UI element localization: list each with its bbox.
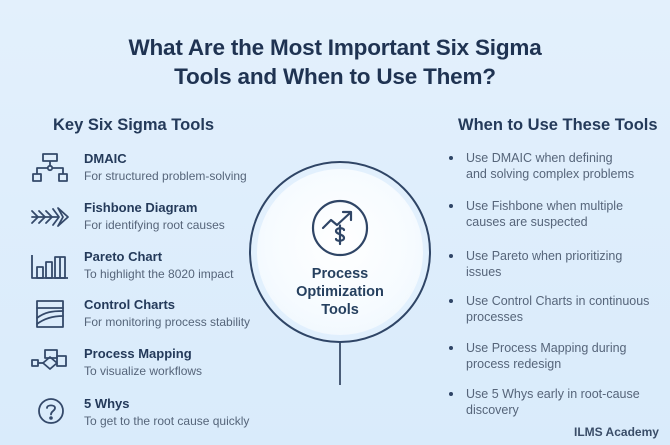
hierarchy-icon bbox=[28, 153, 72, 183]
tool-description: For monitoring process stability bbox=[84, 315, 251, 329]
tool-item-fishbone: Fishbone Diagram For identifying root ca… bbox=[24, 200, 274, 240]
bar-chart-icon bbox=[28, 251, 72, 281]
usage-line: Use Pareto when prioritizing bbox=[466, 249, 623, 263]
title-line-2: Tools and When to Use Them? bbox=[174, 64, 496, 89]
tool-item-control-charts: Control Charts For monitoring process st… bbox=[24, 297, 274, 337]
fishbone-icon bbox=[28, 202, 72, 232]
question-circle-icon bbox=[28, 398, 72, 428]
tool-name: DMAIC bbox=[84, 151, 127, 166]
center-label-line-2: Optimization bbox=[296, 284, 384, 300]
center-hub-stem bbox=[339, 343, 341, 385]
center-hub-circle bbox=[249, 161, 431, 343]
usage-line: causes are suspected bbox=[466, 215, 588, 229]
tool-description: For structured problem-solving bbox=[84, 169, 247, 183]
usage-line: Use Control Charts in continuous bbox=[466, 294, 650, 308]
tool-item-pareto: Pareto Chart To highlight the 8020 impac… bbox=[24, 249, 274, 289]
tool-name: Control Charts bbox=[84, 297, 175, 312]
right-panel-heading: When to Use These Tools bbox=[458, 116, 658, 134]
bullet-dot bbox=[449, 156, 453, 160]
page-title: What Are the Most Important Six Sigma To… bbox=[0, 33, 670, 91]
usage-line: process redesign bbox=[466, 357, 562, 371]
bullet-dot bbox=[449, 254, 453, 258]
tool-name: Pareto Chart bbox=[84, 249, 163, 264]
tool-description: To highlight the 8020 impact bbox=[84, 267, 234, 281]
tool-description: To get to the root cause quickly bbox=[84, 414, 250, 428]
center-label-line-3: Tools bbox=[321, 302, 359, 318]
center-label-line-1: Process bbox=[311, 266, 369, 282]
usage-line: issues bbox=[466, 265, 502, 279]
tool-name: 5 Whys bbox=[84, 396, 130, 411]
title-line-1: What Are the Most Important Six Sigma bbox=[128, 35, 542, 60]
tool-description: For identifying root causes bbox=[84, 218, 225, 232]
usage-line: Use 5 Whys early in root-cause bbox=[466, 387, 640, 401]
bullet-dot bbox=[449, 346, 453, 350]
usage-line: and solving complex problems bbox=[466, 167, 635, 181]
bullet-dot bbox=[449, 204, 453, 208]
brand-label: ILMS Academy bbox=[574, 425, 659, 439]
tool-item-5-whys: 5 Whys To get to the root cause quickly bbox=[24, 396, 274, 436]
center-hub-label: Process Optimization Tools bbox=[260, 265, 420, 319]
tool-item-process-mapping: Process Mapping To visualize workflows bbox=[24, 346, 274, 386]
process-map-icon bbox=[28, 348, 72, 378]
usage-line: Use Process Mapping during bbox=[466, 341, 627, 355]
usage-line: Use Fishbone when multiple bbox=[466, 199, 624, 213]
tool-description: To visualize workflows bbox=[84, 364, 203, 378]
tool-item-dmaic: DMAIC For structured problem-solving bbox=[24, 151, 274, 191]
tool-name: Process Mapping bbox=[84, 346, 192, 361]
bullet-dot bbox=[449, 299, 453, 303]
dollar-growth-icon bbox=[310, 198, 370, 258]
tool-name: Fishbone Diagram bbox=[84, 200, 198, 215]
bullet-dot bbox=[449, 392, 453, 396]
usage-line: Use DMAIC when defining bbox=[466, 151, 613, 165]
usage-line: processes bbox=[466, 310, 523, 324]
left-panel-heading: Key Six Sigma Tools bbox=[53, 116, 215, 134]
usage-line: discovery bbox=[466, 403, 519, 417]
control-chart-icon bbox=[28, 299, 72, 329]
